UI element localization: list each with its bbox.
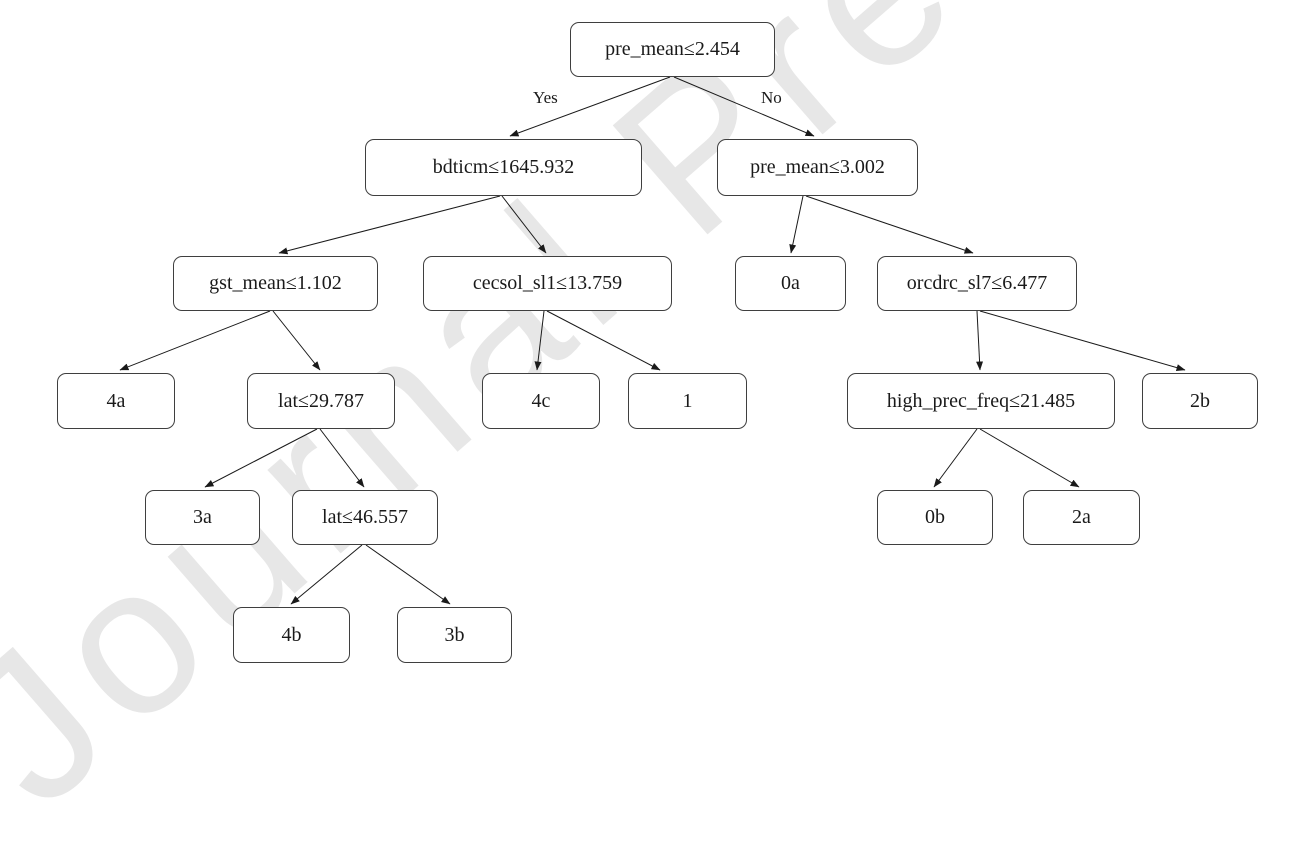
edge-cecsol-1 <box>546 310 661 371</box>
edge-orcdrc-2b <box>979 310 1186 372</box>
edge-root-bdticm <box>509 76 671 137</box>
edge-lat29-lat46 <box>319 428 365 488</box>
edge-lat46-4b <box>290 544 363 605</box>
decision-node-orcdrc-sl7: orcdrc_sl7≤6.477 <box>877 256 1077 311</box>
edge-orcdrc-highprec <box>976 310 984 371</box>
leaf-node-3a: 3a <box>145 490 260 545</box>
leaf-node-4b: 4b <box>233 607 350 663</box>
decision-node-gst-mean: gst_mean≤1.102 <box>173 256 378 311</box>
leaf-node-1: 1 <box>628 373 747 429</box>
leaf-node-2b: 2b <box>1142 373 1258 429</box>
edge-label-yes: Yes <box>533 88 558 107</box>
edge-lat29-3a <box>204 428 318 488</box>
leaf-node-4a: 4a <box>57 373 175 429</box>
edge-gstmean-lat29 <box>272 310 321 371</box>
decision-node-pre-mean-2: pre_mean≤3.002 <box>717 139 918 196</box>
leaf-node-3b: 3b <box>397 607 512 663</box>
edge-premean2-0a <box>789 195 804 254</box>
tree-edges <box>119 76 1186 605</box>
leaf-node-4c: 4c <box>482 373 600 429</box>
edge-highprec-2a <box>979 428 1080 488</box>
edge-cecsol-4c <box>534 310 545 371</box>
edge-bdticm-gstmean <box>278 195 501 255</box>
edge-lat46-3b <box>365 544 451 605</box>
decision-node-cecsol-sl1: cecsol_sl1≤13.759 <box>423 256 672 311</box>
edge-premean2-orcdrc <box>805 195 974 254</box>
edge-root-premean2 <box>673 76 815 137</box>
edge-label-no: No <box>761 88 782 107</box>
leaf-node-2a: 2a <box>1023 490 1140 545</box>
leaf-node-0b: 0b <box>877 490 993 545</box>
decision-node-lat-46: lat≤46.557 <box>292 490 438 545</box>
decision-node-lat-29: lat≤29.787 <box>247 373 395 429</box>
edge-highprec-0b <box>933 428 978 488</box>
edge-gstmean-4a <box>119 310 271 371</box>
edge-bdticm-cecsol <box>501 195 547 254</box>
leaf-node-0a: 0a <box>735 256 846 311</box>
decision-node-bdticm: bdticm≤1645.932 <box>365 139 642 196</box>
decision-node-high-prec-freq: high_prec_freq≤21.485 <box>847 373 1115 429</box>
decision-node-pre-mean-root: pre_mean≤2.454 <box>570 22 775 77</box>
